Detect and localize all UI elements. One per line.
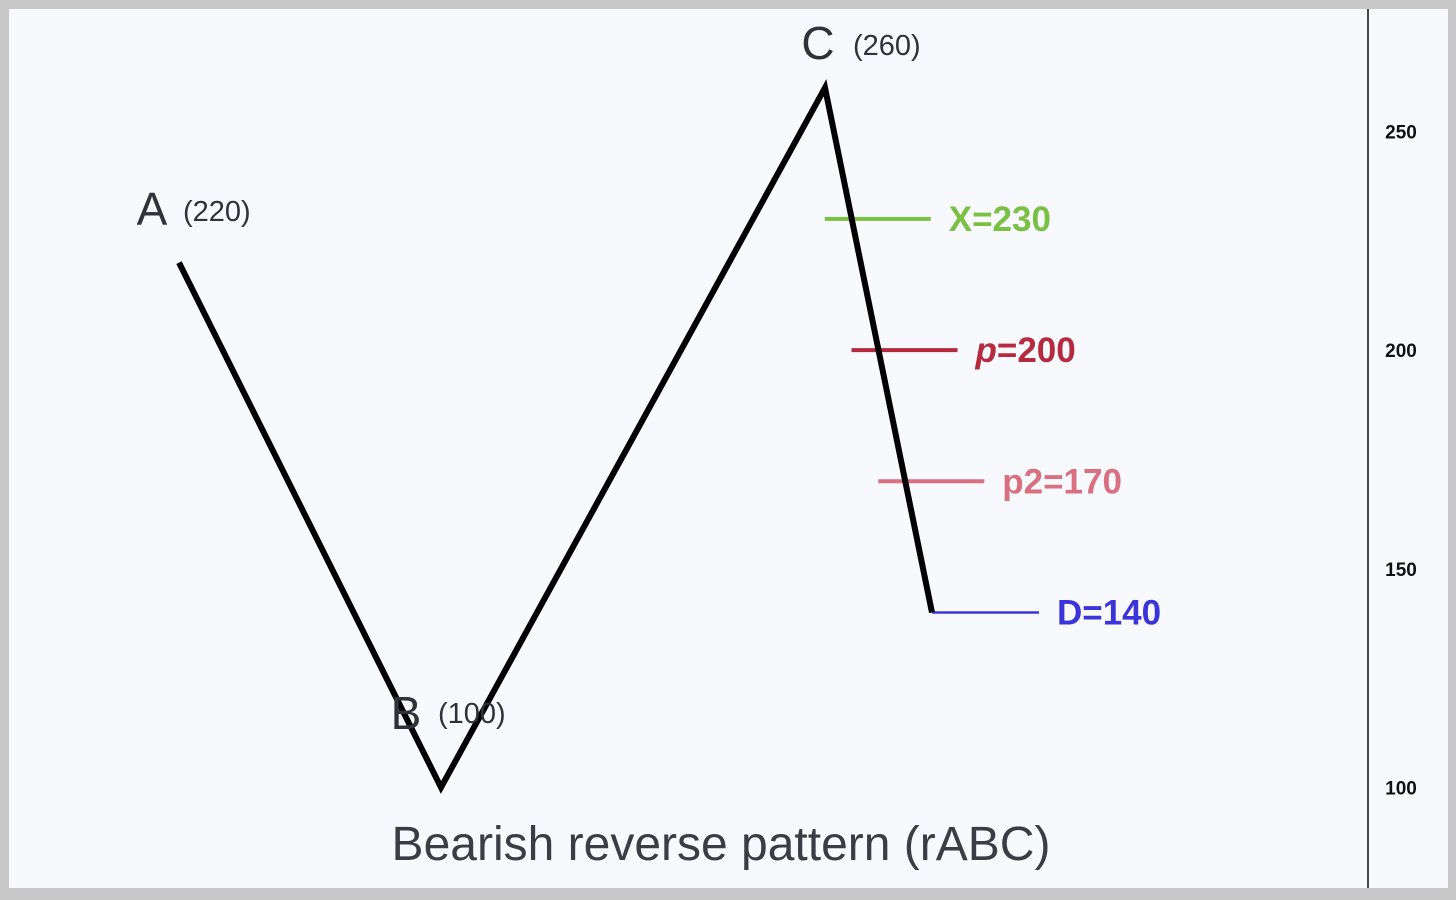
point-value-b: (100) [438,698,506,730]
chart-title: Bearish reverse pattern (rABC) [392,818,1051,871]
point-label-c: C [801,17,834,69]
rabc-chart: X=230p=200p2=170D=140A(220)B(100)C(260) … [137,9,1417,888]
y-tick-label-100: 100 [1385,778,1417,799]
level-label-value: =200 [997,331,1076,370]
y-tick-label-200: 200 [1385,341,1417,362]
level-lines [824,216,1039,614]
level-label-prefix: p2 [1002,462,1043,501]
pattern-line [176,79,935,794]
level-label-value: =140 [1082,593,1161,632]
y-axis-ticks: 100 150 200 250 [1385,122,1417,799]
level-label-prefix: p [975,331,997,370]
level-label-p2: p2=170 [1002,462,1122,501]
point-label-a: A [137,183,168,235]
point-value-c: (260) [853,30,921,62]
y-tick-label-250: 250 [1385,122,1417,143]
level-label-prefix: X [949,200,973,239]
point-label-b: B [391,687,422,739]
level-label-p: p=200 [975,331,1076,370]
y-tick-label-150: 150 [1385,560,1417,581]
level-label-d: D=140 [1057,593,1161,632]
point-value-a: (220) [183,196,251,228]
level-label-value: =230 [972,200,1051,239]
level-label-value: =170 [1043,462,1122,501]
level-label-x: X=230 [949,200,1051,239]
level-label-prefix: D [1057,593,1082,632]
